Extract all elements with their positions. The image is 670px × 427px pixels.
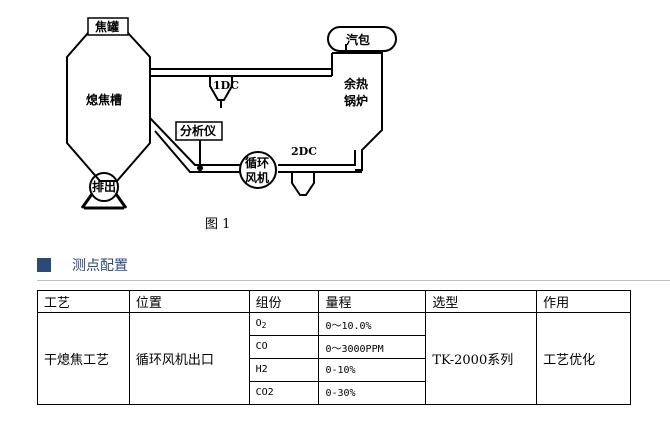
header-component: 组份: [248, 290, 320, 313]
measurement-table: 工艺 位置 组份 量程 选型 作用 干熄焦工艺 循环风机出口 O2 0～10.0…: [37, 290, 631, 405]
quench-tank-label: 熄焦槽: [86, 92, 122, 107]
cell-model: TK-2000系列: [425, 312, 538, 405]
return-duct: [149, 117, 362, 173]
discharge-shape: [89, 172, 119, 202]
cell-range: 0～3000PPM: [318, 335, 427, 359]
cell-location: 循环风机出口: [128, 312, 250, 405]
dust-catcher-1-shape: [209, 76, 233, 108]
top-duct: [150, 68, 332, 77]
table-row: CO2 0-30%: [38, 381, 631, 405]
cell-purpose: 工艺优化: [536, 312, 631, 405]
header-range: 量程: [318, 290, 427, 313]
circulation-fan-shape: [239, 151, 277, 189]
coke-tank-box: [87, 17, 129, 36]
steam-drum-shape: [327, 26, 397, 52]
analyzer-box: [175, 121, 223, 141]
discharge-feet: [80, 193, 128, 210]
analyzer-label: 分析仪: [180, 123, 217, 138]
section-divider: [37, 280, 670, 281]
process-diagram: 焦罐 汽包 熄焦槽 1DC 余热 锅炉 分析仪 2DC 循环 风机 排出 图 1: [66, 17, 397, 232]
section-square-icon: [37, 258, 51, 272]
cell-range: 0-30%: [318, 381, 427, 405]
quench-tank-shape: [66, 32, 151, 182]
figure-caption: 图 1: [205, 217, 230, 232]
table-row: CO 0～3000PPM: [38, 335, 631, 359]
cell-component: H2: [248, 358, 320, 382]
fan-label-line1: 循环: [245, 155, 269, 170]
section-header: 测点配置: [37, 255, 670, 283]
fan-label-line2: 风机: [245, 170, 269, 185]
steam-drum-label: 汽包: [346, 32, 370, 47]
discharge-label: 排出: [92, 179, 116, 194]
cell-component: CO: [248, 335, 320, 359]
cell-range: 0-10%: [318, 358, 427, 382]
header-process: 工艺: [37, 290, 130, 313]
coke-tank-label: 焦罐: [94, 19, 119, 34]
cell-component: O2: [248, 312, 320, 336]
dust-catcher-2-label: 2DC: [291, 145, 317, 158]
dust-catcher-2-shape: [291, 172, 315, 196]
header-location: 位置: [128, 290, 250, 313]
cell-range: 0～10.0%: [318, 312, 427, 336]
boiler-label-line1: 余热: [343, 76, 368, 91]
sampling-point: [197, 165, 203, 171]
table-header-row: 工艺 位置 组份 量程 选型 作用: [37, 290, 631, 313]
table-row: 干熄焦工艺 循环风机出口 O2 0～10.0% TK-2000系列 工艺优化: [37, 312, 631, 405]
boiler-label-line2: 锅炉: [344, 93, 368, 108]
section-title: 测点配置: [72, 258, 128, 274]
cell-component: CO2: [248, 381, 320, 405]
header-model: 选型: [425, 290, 538, 313]
header-purpose: 作用: [536, 290, 631, 313]
dust-catcher-1-label: 1DC: [213, 79, 239, 92]
cell-process: 干熄焦工艺: [37, 312, 130, 405]
